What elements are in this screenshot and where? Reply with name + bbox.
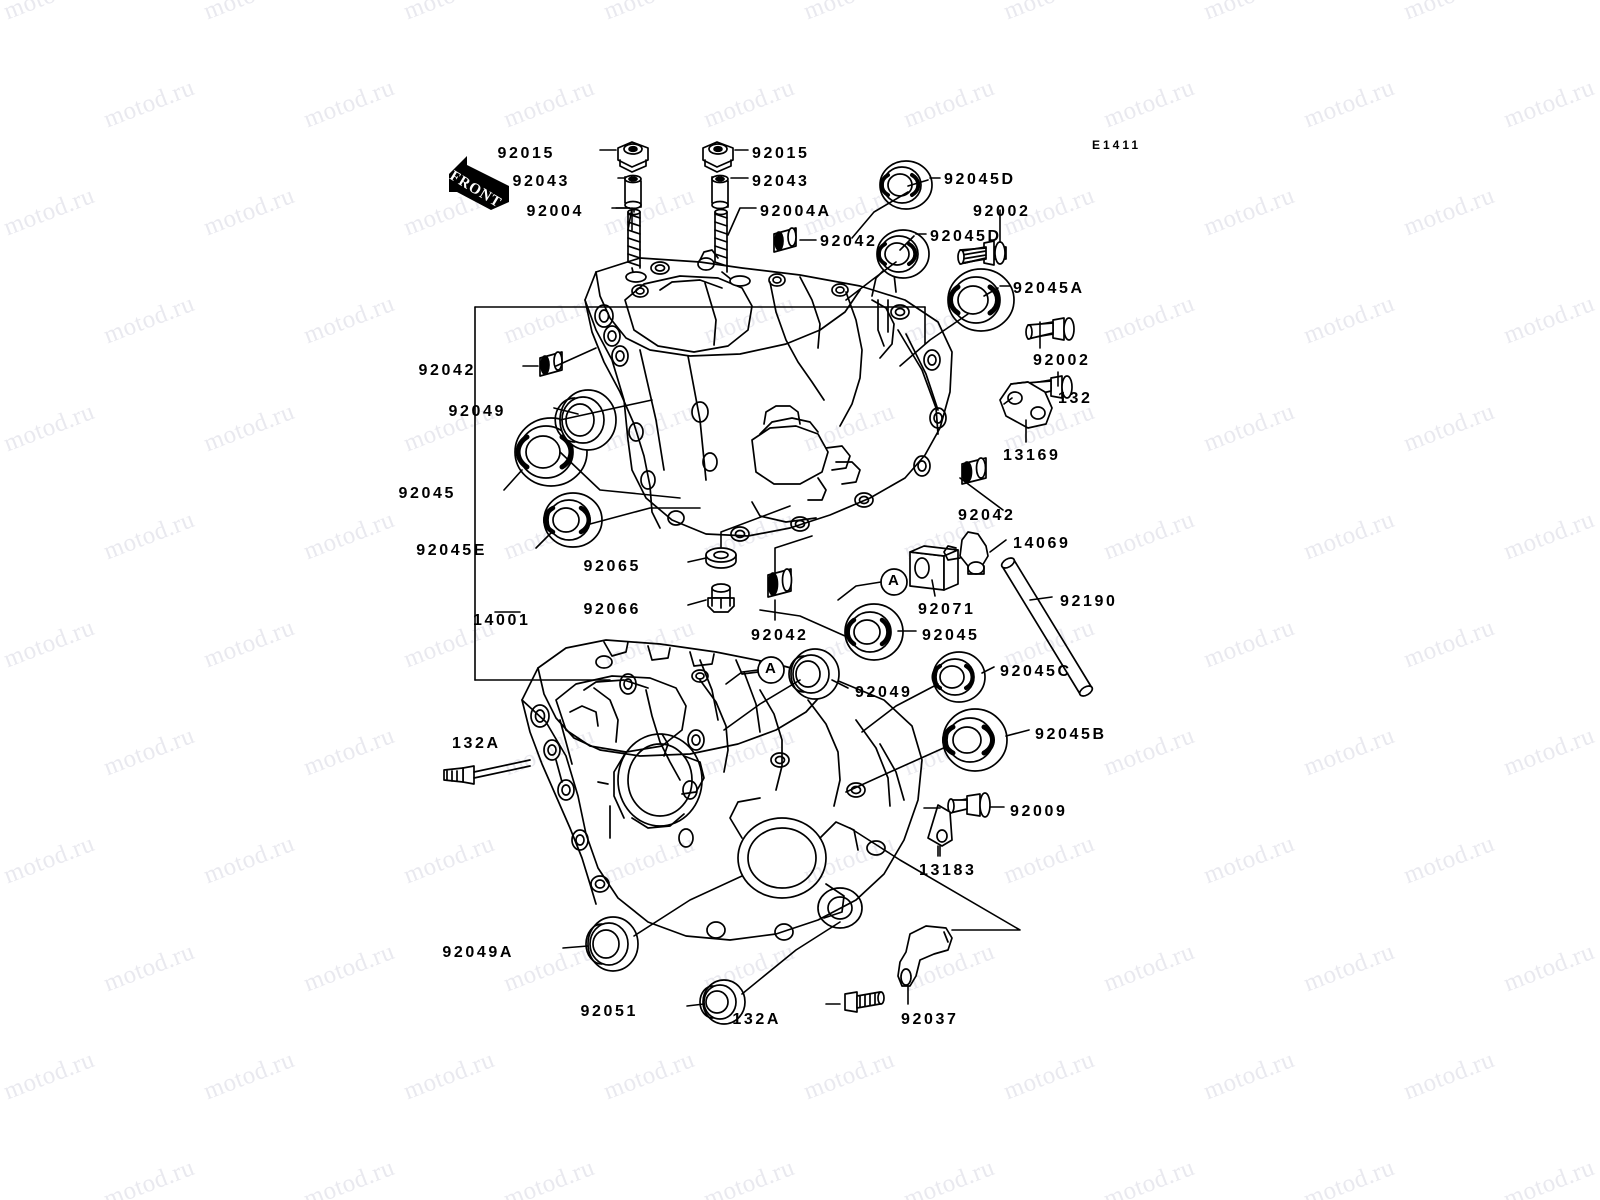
upper-crankcase-bolt-holes — [594, 257, 947, 542]
front-direction-marker: FRONT — [447, 152, 517, 214]
pin-92042-b — [539, 351, 563, 377]
bolt-92002-2 — [1025, 317, 1075, 341]
part-number-92045A: 92045A — [1013, 280, 1085, 297]
nut-92015-left — [617, 141, 649, 173]
part-number-13183: 13183 — [919, 862, 977, 879]
stud-92004A — [714, 208, 751, 287]
cap-14069 — [943, 531, 989, 575]
damper-92071 — [909, 545, 959, 591]
part-number-92043: 92043 — [512, 173, 570, 190]
part-number-92051: 92051 — [580, 1003, 638, 1020]
part-number-92042: 92042 — [751, 627, 809, 644]
reference-marker-a: A — [765, 660, 776, 677]
seal-92049A — [585, 916, 639, 972]
part-number-92043: 92043 — [752, 173, 810, 190]
collar-92043-right — [711, 174, 729, 210]
part-number-92045C: 92045C — [1000, 663, 1072, 680]
part-number-132A: 132A — [452, 735, 501, 752]
bearing-92045C — [931, 651, 986, 703]
part-number-14069: 14069 — [1013, 535, 1071, 552]
part-number-92065: 92065 — [583, 558, 641, 575]
part-number-92015: 92015 — [497, 145, 555, 162]
part-number-92071: 92071 — [918, 601, 976, 618]
bracket-13169 — [999, 381, 1053, 429]
part-number-92015: 92015 — [752, 145, 810, 162]
pin-92042-c — [767, 568, 793, 598]
pin-92042-d — [961, 457, 987, 485]
part-number-92002: 92002 — [1033, 352, 1091, 369]
seal-92051 — [699, 979, 746, 1025]
seal-92049-a — [554, 389, 617, 451]
part-number-92042: 92042 — [418, 362, 476, 379]
washer-92065 — [705, 547, 737, 569]
part-number-92045: 92045 — [922, 627, 980, 644]
lower-crankcase-outline — [521, 639, 923, 941]
bearing-92045A — [947, 268, 1015, 332]
tube-92190 — [1000, 557, 1094, 697]
part-number-92045: 92045 — [398, 485, 456, 502]
bearing-92045-b — [844, 603, 904, 661]
part-number-92049: 92049 — [448, 403, 506, 420]
bolt-92009 — [947, 792, 991, 818]
part-number-14001: 14001 — [473, 612, 531, 629]
seal-92049-b — [788, 648, 840, 700]
pin-92042-a — [773, 227, 797, 253]
part-number-92049A: 92049A — [442, 944, 514, 961]
part-number-132A: 132A — [732, 1011, 781, 1028]
reference-marker-a: A — [888, 572, 899, 589]
nut-92015-right — [702, 141, 734, 173]
part-number-92002: 92002 — [973, 203, 1031, 220]
part-number-92045D: 92045D — [944, 171, 1016, 188]
part-number-92004: 92004 — [526, 203, 584, 220]
diagram-code: E1411 — [1092, 138, 1142, 152]
part-number-92049: 92049 — [855, 684, 913, 701]
part-number-92045E: 92045E — [416, 542, 487, 559]
bolt-92002-1 — [957, 240, 1007, 266]
bracket-13183 — [927, 804, 953, 847]
part-number-92045B: 92045B — [1035, 726, 1107, 743]
part-number-92042: 92042 — [958, 507, 1016, 524]
part-number-92042: 92042 — [820, 233, 878, 250]
part-number-92066: 92066 — [583, 601, 641, 618]
part-number-92045D: 92045D — [930, 228, 1002, 245]
bearing-92045D-2 — [876, 229, 930, 279]
part-number-13169: 13169 — [1003, 447, 1061, 464]
part-number-92037: 92037 — [901, 1011, 959, 1028]
plug-92066 — [707, 583, 735, 613]
part-number-92004A: 92004A — [760, 203, 832, 220]
collar-92043-left — [624, 174, 642, 210]
bearing-92045E — [543, 492, 603, 548]
bolt-132A-1 — [443, 759, 531, 785]
part-number-92009: 92009 — [1010, 803, 1068, 820]
bearing-92045B — [942, 708, 1008, 772]
part-number-92190: 92190 — [1060, 593, 1118, 610]
leader-lines — [474, 149, 1059, 1007]
part-number-132: 132 — [1058, 390, 1093, 407]
bolt-132A-2 — [844, 991, 885, 1013]
clamp-92037 — [897, 925, 953, 987]
